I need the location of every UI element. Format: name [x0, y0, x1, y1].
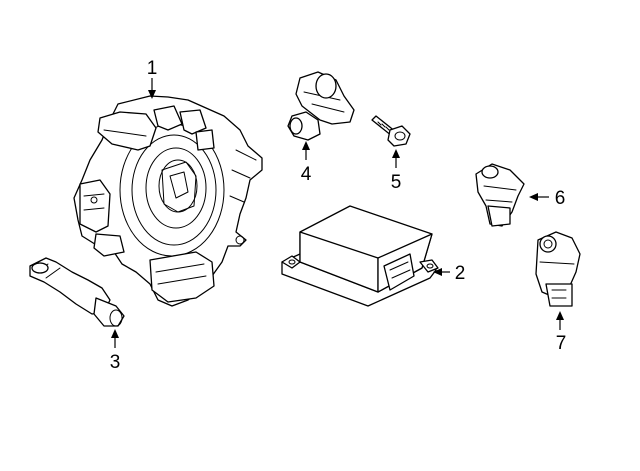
- leader-4: [302, 141, 310, 160]
- leader-7: [556, 311, 564, 330]
- callout-3: 3: [110, 352, 121, 373]
- part-3-sensor: [29, 257, 125, 327]
- part-4-impact-sensor: [287, 71, 355, 141]
- part-7-sensor: [535, 231, 581, 307]
- part-6-side-sensor: [475, 163, 525, 227]
- leader-3: [111, 329, 119, 348]
- callout-7: 7: [556, 333, 567, 354]
- callout-1: 1: [147, 58, 158, 79]
- part-5-bolt: [371, 115, 411, 147]
- callout-5: 5: [391, 172, 402, 193]
- callout-4: 4: [301, 164, 312, 185]
- callout-6: 6: [555, 188, 566, 209]
- leader-1: [148, 78, 156, 99]
- leader-5: [392, 149, 400, 168]
- part-1-clockspring: [73, 95, 263, 307]
- callout-2: 2: [455, 263, 466, 284]
- part-2-control-module: [281, 205, 439, 307]
- leader-2: [433, 268, 450, 276]
- leader-6: [529, 193, 549, 201]
